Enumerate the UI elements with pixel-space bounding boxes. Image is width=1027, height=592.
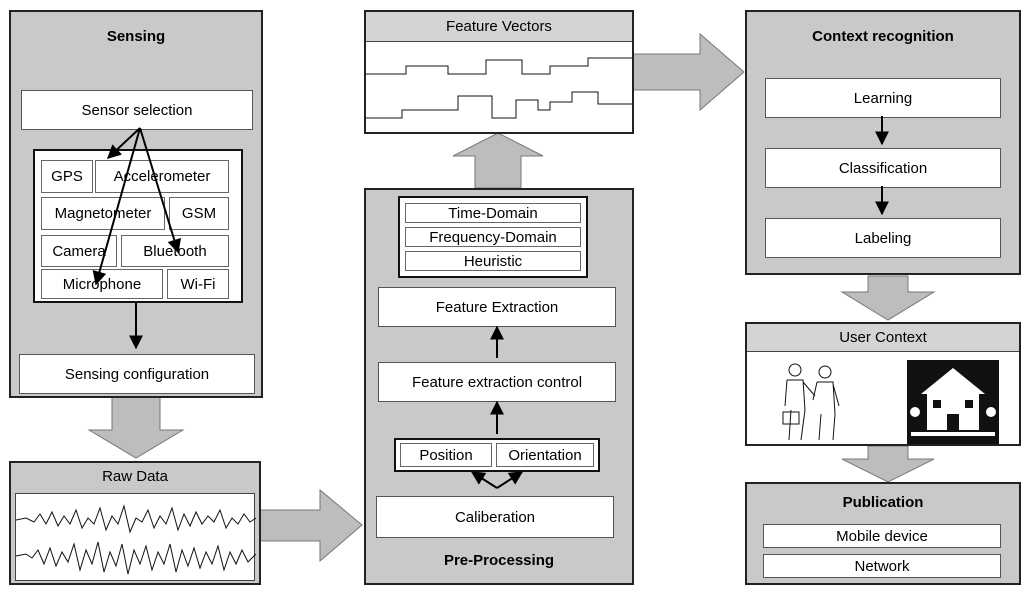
publication-title: Publication xyxy=(842,494,924,511)
arrow-usercontext-to-publication xyxy=(841,445,935,483)
arrow-calibration-to-orientation xyxy=(496,471,524,489)
user-context-title: User Context xyxy=(747,324,1019,352)
sensor-magnetometer: Magnetometer xyxy=(41,197,165,230)
arrow-selection-to-bluetooth xyxy=(139,127,182,254)
raw-signal-waveforms xyxy=(15,504,257,575)
labeling-box: Labeling xyxy=(765,218,1001,258)
raw-data-title: Raw Data xyxy=(102,468,168,485)
domain-time: Time-Domain xyxy=(405,203,581,223)
feature-vector-top xyxy=(366,57,632,75)
arrow-preprocessing-to-features xyxy=(452,132,544,189)
raw-signal-top xyxy=(15,504,257,534)
feature-domains-box: Time-Domain Frequency-Domain Heuristic xyxy=(398,196,588,278)
arrow-selection-to-gps xyxy=(106,127,141,159)
user-context-panel: User Context xyxy=(745,322,1021,446)
classification-box: Classification xyxy=(765,148,1001,188)
arrow-sensing-to-rawdata xyxy=(87,395,185,459)
sensor-gsm: GSM xyxy=(169,197,229,230)
context-recognition-title: Context recognition xyxy=(812,28,954,45)
raw-data-panel: Raw Data xyxy=(9,461,261,585)
people-meeting-icon xyxy=(782,363,840,441)
sensing-title: Sensing xyxy=(106,28,166,45)
sensing-configuration-box: Sensing configuration xyxy=(19,354,255,394)
preprocessing-panel: Time-Domain Frequency-Domain Heuristic F… xyxy=(364,188,634,585)
position-cell: Position xyxy=(400,443,492,467)
raw-data-plot xyxy=(15,493,257,581)
network-box: Network xyxy=(763,554,1001,578)
sensor-wifi: Wi-Fi xyxy=(167,269,229,299)
feature-vector-bottom xyxy=(366,91,632,119)
publication-panel: Publication Mobile device Network xyxy=(745,482,1021,585)
arrow-calibration-to-position xyxy=(470,471,498,489)
orientation-cell: Orientation xyxy=(496,443,594,467)
sensor-list-box: GPS Accelerometer Magnetometer GSM Camer… xyxy=(33,149,243,303)
house-icon xyxy=(907,360,999,444)
domain-frequency: Frequency-Domain xyxy=(405,227,581,247)
calibration-box: Caliberation xyxy=(376,496,614,538)
sensor-accelerometer: Accelerometer xyxy=(95,160,229,193)
feature-vectors-title: Feature Vectors xyxy=(366,12,632,42)
arrow-context-to-usercontext xyxy=(840,275,936,321)
context-recognition-panel: Context recognition Learning Classificat… xyxy=(745,10,1021,275)
domain-heuristic: Heuristic xyxy=(405,251,581,271)
learning-box: Learning xyxy=(765,78,1001,118)
raw-signal-bottom xyxy=(15,541,257,575)
feature-vectors-panel: Feature Vectors xyxy=(364,10,634,134)
preprocessing-title: Pre-Processing xyxy=(443,552,555,569)
arrow-features-to-context xyxy=(631,32,745,112)
mobile-device-box: Mobile device xyxy=(763,524,1001,548)
sensor-gps: GPS xyxy=(41,160,93,193)
position-orientation-box: Position Orientation xyxy=(394,438,600,472)
feature-vector-signals xyxy=(366,57,632,119)
arrow-rawdata-to-preprocessing xyxy=(259,488,363,563)
arrow-selection-to-microphone xyxy=(92,127,141,286)
